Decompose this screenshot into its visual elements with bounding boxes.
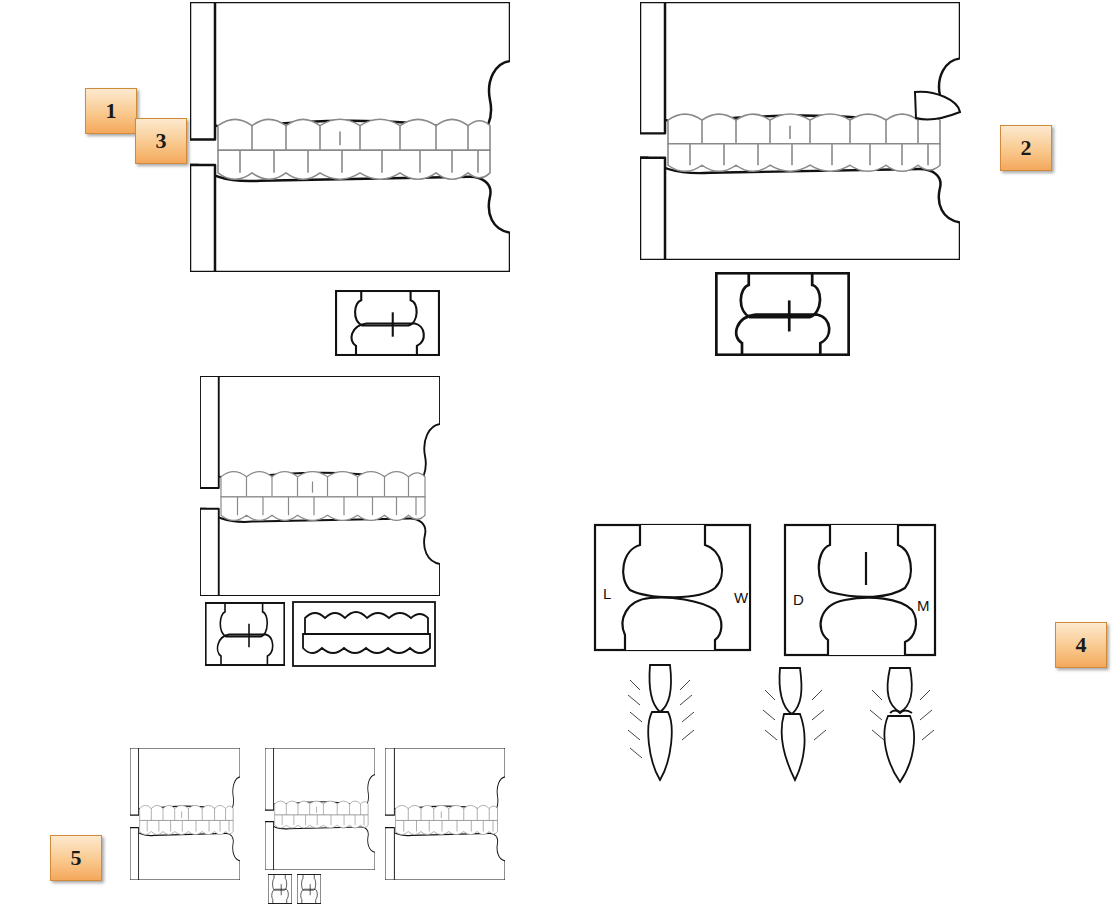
- callout-number: 3: [156, 130, 167, 152]
- callout-box: 5: [50, 835, 102, 881]
- callout-box: 1: [85, 88, 137, 134]
- callout-number: 2: [1021, 137, 1032, 159]
- surface-letter: D: [792, 592, 805, 609]
- callout-number: 1: [106, 100, 117, 122]
- surface-letter: M: [916, 598, 931, 615]
- callout-number: 4: [1076, 634, 1087, 656]
- callout-box: 4: [1055, 622, 1107, 668]
- surface-letter: W: [733, 590, 749, 607]
- callout-box: 3: [135, 118, 187, 164]
- surface-letter: L: [602, 586, 612, 603]
- callout-box: 2: [1000, 125, 1052, 171]
- callout-number: 5: [71, 847, 82, 869]
